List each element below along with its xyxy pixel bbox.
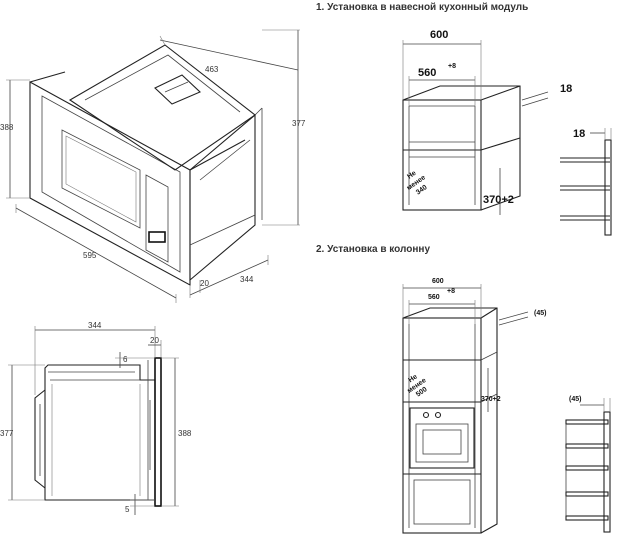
iso-dim-height: 388 [0,123,14,132]
iso-door-window [61,129,141,229]
side-flange [154,357,162,507]
iso-display [148,231,166,243]
iso-front-inner [41,95,181,273]
side-dim-body-height: 377 [0,429,14,438]
isometric-microwave-view: 595 388 463 377 20 344 [0,29,306,303]
side-body [44,364,156,501]
iso-control-panel [145,174,169,263]
iso-body-side [189,113,256,282]
side-dim-depth: 344 [88,321,102,330]
section-title-wall-cabinet: 1. Установка в навесной кухонный модуль [316,2,528,13]
cab2-dim-outer: 600 [432,278,444,285]
cab1-min-label-1: Не [406,170,417,181]
side-dim-top-gap: 6 [123,355,128,364]
cab2-dim-inner: 560 [428,294,440,301]
cab1-front [402,99,482,211]
tall-column-diagram: 600 560 +8 (45) Не менее 500 370+2 ( [402,278,611,534]
wall-cabinet-diagram: 600 560 +8 18 Не менее 340 370+2 18 [402,29,612,236]
cab1-dim-panel: 18 [573,128,585,140]
cab2-oven [409,407,475,469]
cab2-dim-inner-tol: +8 [447,288,455,295]
iso-dim-flange: 20 [200,279,209,288]
cab2-dim-panel: (45) [569,396,581,403]
cab1-side-panel [604,139,612,236]
cab2-front [402,317,482,534]
iso-body-top [68,44,256,171]
cab1-dim-inner-tol: +8 [448,63,456,70]
iso-front-frame [29,81,191,286]
side-elevation-view: 344 20 6 377 388 5 [0,321,192,515]
iso-dim-width: 595 [83,251,97,260]
cab1-dim-inner: 560 [418,67,436,79]
side-door [34,389,46,489]
cab2-min-label-1: Не [407,373,418,384]
iso-dim-side: 377 [292,119,306,128]
cab2-dim-gap: (45) [534,310,546,317]
cab1-dim-outer: 600 [430,29,448,41]
side-dim-bottom-gap: 5 [125,505,130,514]
side-dim-flange: 20 [150,336,159,345]
iso-dim-depth: 463 [205,65,219,74]
iso-dim-body-depth: 344 [240,275,254,284]
cab2-side-panel [603,411,611,533]
section-title-tall-column: 2. Установка в колонну [316,244,430,255]
iso-top-vent [154,74,201,105]
cab2-oven-door [415,423,469,463]
cab1-dim-wall: 18 [560,83,572,95]
side-dim-total-height: 388 [178,429,192,438]
cab1-dim-opening: 370+2 [483,194,514,206]
cab2-dim-opening: 370+2 [481,396,501,403]
